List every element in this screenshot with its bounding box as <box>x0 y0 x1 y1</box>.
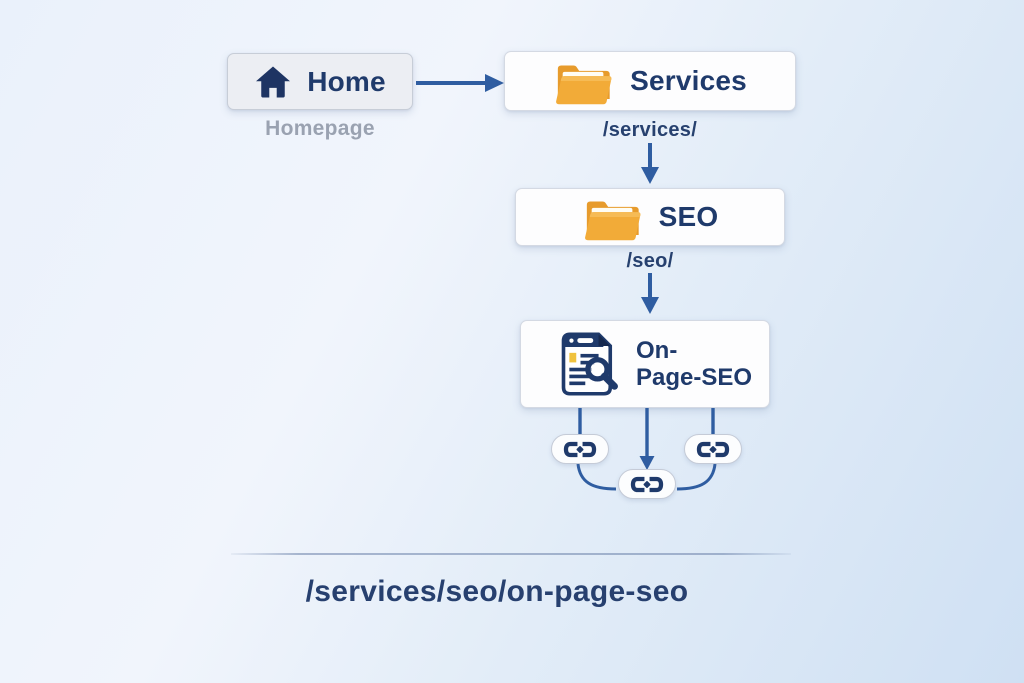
internal-link-pill-left <box>551 434 609 464</box>
node-on-page-seo-label: On- Page-SEO <box>636 337 752 391</box>
full-url-path: /services/seo/on-page-seo <box>305 575 689 608</box>
internal-link-pill-center <box>618 469 676 499</box>
node-services-label: Services <box>630 65 747 96</box>
chain-link-icon <box>696 441 730 457</box>
on-page-label-line1: On- <box>636 337 678 364</box>
node-home-label: Home <box>307 65 386 97</box>
footer-divider <box>231 553 791 555</box>
chain-link-icon <box>630 476 664 492</box>
node-home: Home <box>227 53 413 110</box>
node-on-page-seo: On- Page-SEO <box>520 320 770 408</box>
arrow-home-to-services-icon <box>416 74 504 92</box>
node-services: Services <box>504 51 796 111</box>
internal-link-pill-right <box>684 434 742 464</box>
seo-caption: /seo/ <box>626 250 674 272</box>
internal-links-connectors <box>576 408 717 491</box>
folder-icon <box>582 194 644 241</box>
services-caption: /services/ <box>602 119 698 141</box>
node-seo: SEO <box>515 188 785 246</box>
chain-link-icon <box>563 441 597 457</box>
home-caption: Homepage <box>265 117 375 140</box>
on-page-label-line2: Page-SEO <box>636 364 753 391</box>
arrow-services-to-seo-icon <box>641 143 659 184</box>
home-icon <box>254 65 292 99</box>
arrow-seo-to-onpage-icon <box>641 273 659 314</box>
page-search-icon <box>555 330 623 398</box>
node-seo-label: SEO <box>658 201 719 232</box>
folder-icon <box>553 58 615 105</box>
